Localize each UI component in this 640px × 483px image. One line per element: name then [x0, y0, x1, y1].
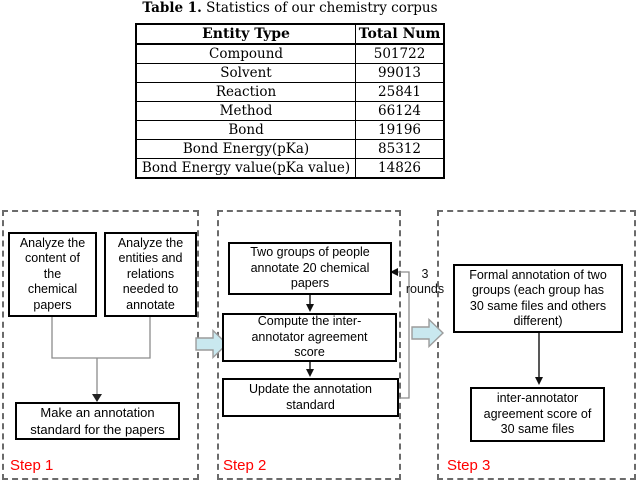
table-caption: Table 1. Statistics of our chemistry cor… — [120, 0, 460, 16]
total-num-cell: 14826 — [355, 158, 445, 179]
total-num-cell: 85312 — [355, 139, 445, 159]
table-caption-text: Statistics of our chemistry corpus — [201, 0, 438, 16]
total-num-cell: 501722 — [355, 43, 445, 64]
analyze-entities-box: Analyze the entities and relations neede… — [104, 232, 197, 317]
table-row: Bond Energy value(pKa value) 14826 — [135, 158, 445, 179]
entity-type-cell: Solvent — [135, 63, 357, 83]
three-rounds-label: 3 rounds — [405, 267, 445, 296]
two-groups-annotate-box: Two groups of people annotate 20 chemica… — [228, 242, 392, 295]
total-num-cell: 25841 — [355, 82, 445, 102]
update-standard-box: Update the annotation standard — [222, 378, 399, 417]
table-row: Bond 19196 — [135, 120, 445, 140]
entity-type-cell: Reaction — [135, 82, 357, 102]
entity-type-cell: Compound — [135, 43, 357, 64]
entity-type-header: Entity Type — [135, 23, 357, 45]
entity-type-cell: Bond — [135, 120, 357, 140]
statistics-table: Entity Type Total Num Compound 501722 So… — [135, 23, 445, 179]
table-header-row: Entity Type Total Num — [135, 23, 445, 45]
table-row: Method 66124 — [135, 101, 445, 121]
total-num-cell: 66124 — [355, 101, 445, 121]
total-num-cell: 99013 — [355, 63, 445, 83]
step2-label: Step 2 — [223, 457, 267, 474]
make-standard-box: Make an annotation standard for the pape… — [15, 402, 180, 440]
step3-label: Step 3 — [447, 457, 491, 474]
entity-type-cell: Method — [135, 101, 357, 121]
table-row: Solvent 99013 — [135, 63, 445, 83]
total-num-cell: 19196 — [355, 120, 445, 140]
table-row: Compound 501722 — [135, 43, 445, 64]
compute-agreement-box: Compute the inter- annotator agreement s… — [222, 313, 397, 362]
agreement-score-box: inter-annotator agreement score of 30 sa… — [470, 387, 605, 442]
formal-annotation-box: Formal annotation of two groups (each gr… — [453, 264, 623, 333]
step1-label: Step 1 — [10, 457, 54, 474]
table-caption-number: Table 1. — [142, 0, 202, 16]
table-row: Bond Energy(pKa) 85312 — [135, 139, 445, 159]
table-row: Reaction 25841 — [135, 82, 445, 102]
entity-type-cell: Bond Energy(pKa) — [135, 139, 357, 159]
entity-type-cell: Bond Energy value(pKa value) — [135, 158, 357, 179]
analyze-content-box: Analyze the content of the chemical pape… — [8, 232, 97, 317]
total-num-header: Total Num — [355, 23, 445, 45]
